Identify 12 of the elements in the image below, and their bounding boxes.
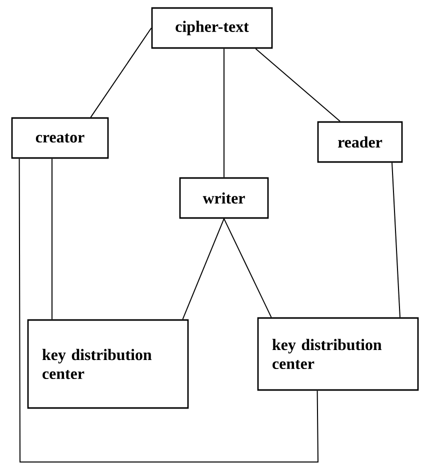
connector-line xyxy=(224,218,272,318)
text-box: writer xyxy=(179,177,269,219)
connector-line xyxy=(182,218,224,320)
connector-line xyxy=(255,48,340,122)
text-box: creator xyxy=(11,117,109,159)
text-box: key distribution center xyxy=(257,317,419,391)
text-box: cipher-text xyxy=(151,7,273,49)
text-box: key distribution center xyxy=(27,319,189,409)
text-box: reader xyxy=(317,121,403,163)
connector-line xyxy=(392,162,400,318)
connector-line xyxy=(18,158,318,462)
connector-line xyxy=(90,28,152,118)
